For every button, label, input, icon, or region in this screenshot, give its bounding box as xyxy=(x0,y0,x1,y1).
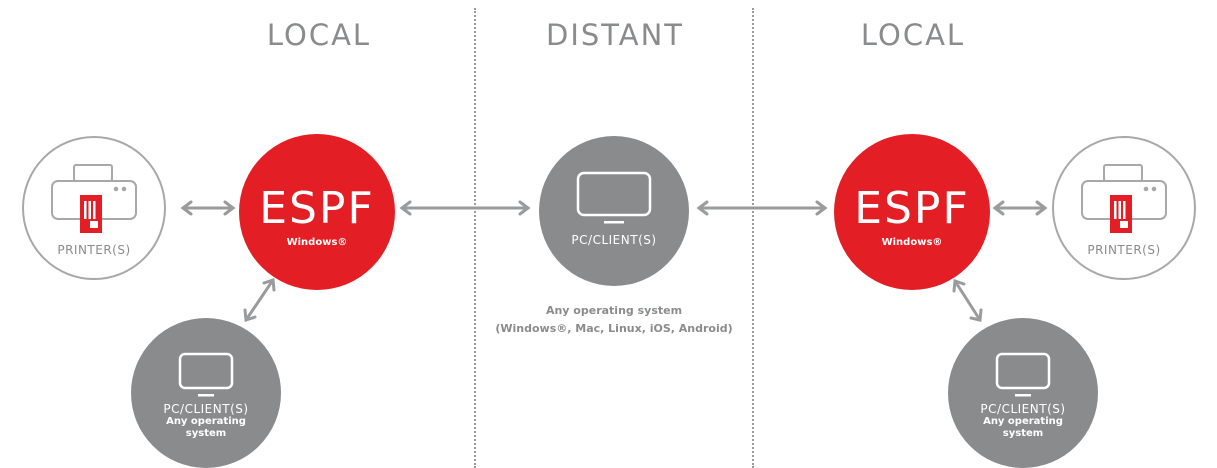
distant-client-caption: Any operating system (Windows®, Mac, Lin… xyxy=(474,302,754,338)
monitor-icon xyxy=(178,352,234,397)
caption-line-2: (Windows®, Mac, Linux, iOS, Android) xyxy=(495,322,733,335)
left-espf-node: ESPF Windows® xyxy=(239,134,395,290)
client-sublabel-line1: Any operating xyxy=(166,416,246,427)
espf-subtitle: Windows® xyxy=(286,236,348,248)
espf-title: ESPF xyxy=(854,182,970,234)
client-label: PC/CLIENT(S) xyxy=(980,402,1066,416)
left-client-node: PC/CLIENT(S) Any operating system xyxy=(131,318,281,468)
printer-label: PRINTER(S) xyxy=(57,243,131,257)
monitor-icon xyxy=(995,352,1051,397)
right-printer-node: PRINTER(S) xyxy=(1052,136,1196,280)
zone-label-local-right: LOCAL xyxy=(860,18,966,52)
client-label: PC/CLIENT(S) xyxy=(163,402,249,416)
monitor-icon xyxy=(576,171,652,224)
left-printer-node: PRINTER(S) xyxy=(22,136,166,280)
card-icon xyxy=(1110,195,1132,233)
right-client-node: PC/CLIENT(S) Any operating system xyxy=(948,318,1098,468)
distant-client-node: PC/CLIENT(S) xyxy=(539,136,689,286)
zone-label-local-left: LOCAL xyxy=(266,18,372,52)
caption-line-1: Any operating system xyxy=(545,304,683,317)
espf-title: ESPF xyxy=(259,182,375,234)
double-arrow-icon xyxy=(953,279,982,322)
client-sublabel-line2: system xyxy=(185,428,227,439)
client-sublabel-line1: Any operating xyxy=(983,416,1063,427)
card-icon xyxy=(80,195,102,233)
printer-label: PRINTER(S) xyxy=(1087,243,1161,257)
zone-divider-left xyxy=(474,8,476,468)
zone-divider-right xyxy=(752,8,754,468)
printer-icon xyxy=(1081,164,1167,233)
right-espf-node: ESPF Windows® xyxy=(834,134,990,290)
printer-icon xyxy=(51,164,137,233)
client-label: PC/CLIENT(S) xyxy=(571,233,657,247)
zone-label-distant: DISTANT xyxy=(545,18,684,52)
double-arrow-icon xyxy=(244,278,275,322)
client-sublabel-line2: system xyxy=(1002,428,1044,439)
espf-subtitle: Windows® xyxy=(881,236,943,248)
